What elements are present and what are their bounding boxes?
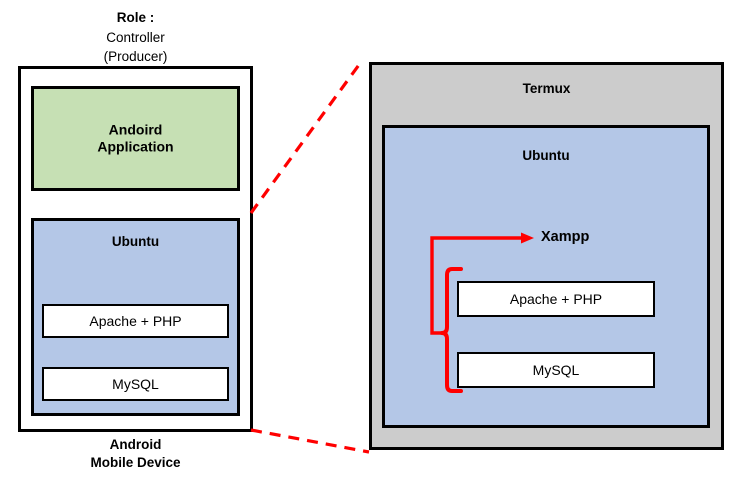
termux-label: Termux <box>522 81 571 96</box>
mysql-label-right: MySQL <box>532 362 580 378</box>
mysql-label-left: MySQL <box>112 376 159 392</box>
apache-php-label-left: Apache + PHP <box>89 313 182 329</box>
ubuntu-label-left: Ubuntu <box>111 234 160 249</box>
role-heading: Role : Controller (Producer) <box>18 8 253 67</box>
role-heading-key: Role : <box>116 10 155 25</box>
apache-php-label-right: Apache + PHP <box>509 291 603 307</box>
apache-php-box-right: Apache + PHP <box>457 281 655 317</box>
mysql-box-right: MySQL <box>457 352 655 388</box>
ubuntu-label-right: Ubuntu <box>522 148 570 163</box>
mysql-box-left: MySQL <box>42 367 229 401</box>
apache-php-box-left: Apache + PHP <box>42 304 229 338</box>
zoom-line-top <box>249 61 363 214</box>
android-application-label: Andoird Application <box>97 121 174 155</box>
android-application-box: Andoird Application <box>31 86 240 191</box>
android-mobile-device-caption: Android Mobile Device <box>90 437 181 470</box>
role-heading-value: Controller (Producer) <box>103 29 168 65</box>
xampp-label: Xampp <box>541 229 590 245</box>
zoom-line-bottom <box>250 428 370 454</box>
